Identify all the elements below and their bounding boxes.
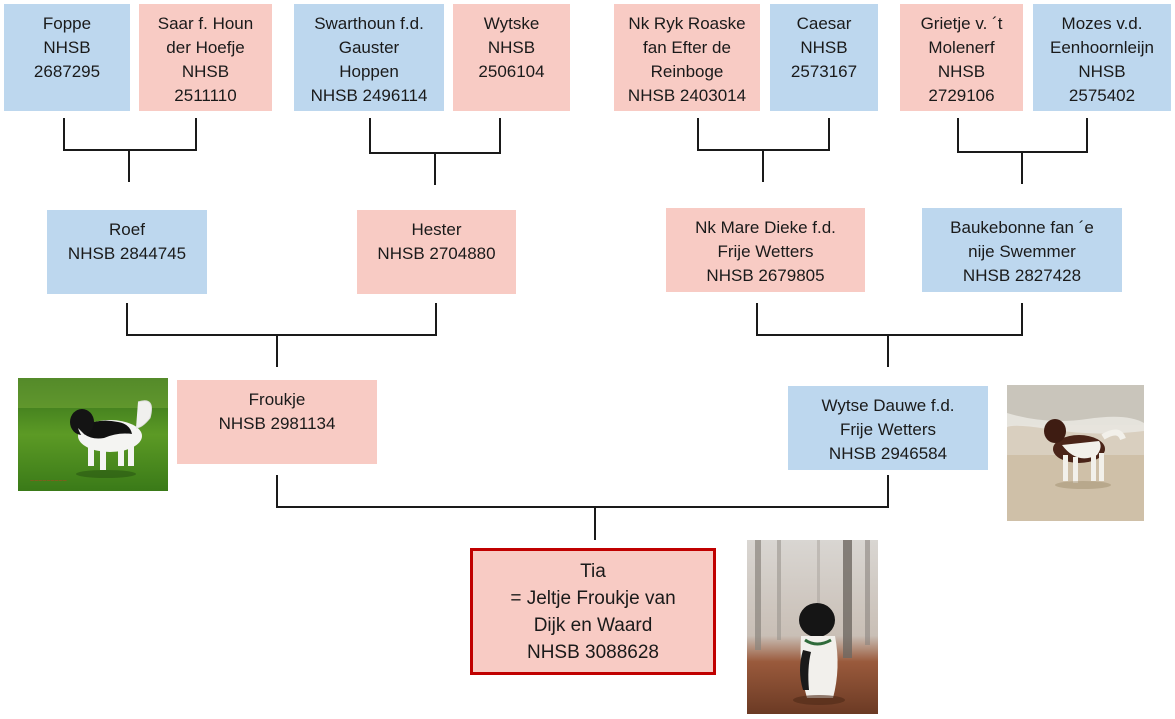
ancestor-registry-number: 2511110 [174,86,237,105]
ancestor-box: Saar f. Houn der Hoefje NHSB 2511110 [139,4,272,111]
sire-box: Wytse Dauwe f.d. Frije Wetters NHSB 2946… [788,386,988,470]
grandparent-box: Baukebonne fan ´e nije Swemmer NHSB 2827… [922,208,1122,292]
grandparent-name: nije Swemmer [968,242,1076,261]
ancestor-name: Grietje v. ´t [920,14,1003,33]
dam-box: Froukje NHSB 2981134 [177,380,377,464]
grandparent-box: Nk Mare Dieke f.d. Frije Wetters NHSB 26… [666,208,865,292]
subject-registry: NHSB 3088628 [526,641,660,663]
ancestor-name: Nk Ryk Roaske [628,14,746,33]
ancestor-registry: NHSB 2496114 [310,86,428,105]
dam-registry: NHSB 2981134 [218,414,336,433]
ancestor-name: Molenerf [928,38,995,57]
sire-name: Wytse Dauwe f.d. [821,396,955,415]
grandparent-name: Baukebonne fan ´e [950,218,1094,237]
ancestor-registry-label: NHSB [43,38,91,57]
ancestor-name: Eenhoornleijn [1050,38,1154,57]
ancestor-registry-number: 2729106 [928,86,995,105]
ancestor-registry: NHSB 2403014 [627,86,747,105]
grandparent-registry: NHSB 2679805 [706,266,825,285]
ancestor-name: Mozes v.d. [1061,14,1143,33]
ancestor-registry-label: NHSB [937,62,986,81]
grandparent-registry: NHSB 2704880 [377,244,496,263]
grandparent-name: Nk Mare Dieke f.d. [695,218,836,237]
ancestor-registry-label: NHSB [181,62,230,81]
ancestor-registry-label: NHSB [800,38,848,57]
dam-photo: ~~~~~~~~~ [18,378,168,491]
ancestor-name: Hoppen [339,62,399,81]
subject-full-name: = Jeltje Froukje van [510,587,676,609]
grandparent-box: Hester NHSB 2704880 [357,210,516,294]
ancestor-name: Swarthoun f.d. [314,14,424,33]
sire-photo [1007,385,1144,521]
grandparent-name: Roef [109,220,145,239]
ancestor-name: fan Efter de [643,38,731,57]
grandparent-registry: NHSB 2844745 [67,244,187,263]
sire-registry: NHSB 2946584 [828,444,948,463]
ancestor-box: Caesar NHSB 2573167 [770,4,878,111]
ancestor-name: der Hoefje [166,38,245,57]
subject-full-name: Dijk en Waard [533,614,653,636]
grandparent-name: Frije Wetters [717,242,814,261]
ancestor-registry-label: NHSB [487,38,536,57]
ancestor-box: Swarthoun f.d. Gauster Hoppen NHSB 24961… [294,4,444,111]
ancestor-box: Nk Ryk Roaske fan Efter de Reinboge NHSB… [614,4,760,111]
dam-name: Froukje [248,390,306,409]
ancestor-registry-label: NHSB [1078,62,1126,81]
grandparent-box: Roef NHSB 2844745 [47,210,207,294]
ancestor-name: Saar f. Houn [157,14,254,33]
ancestor-box: Grietje v. ´t Molenerf NHSB 2729106 [900,4,1023,111]
ancestor-name: Gauster [338,38,400,57]
ancestor-registry-number: 2573167 [790,62,858,81]
sire-name: Frije Wetters [839,420,937,439]
svg-text:~~~~~~~~~: ~~~~~~~~~ [30,478,67,485]
grandparent-registry: NHSB 2827428 [962,266,1082,285]
ancestor-registry-number: 2687295 [33,62,101,81]
ancestor-box: Wytske NHSB 2506104 [453,4,570,111]
ancestor-registry-number: 2506104 [478,62,545,81]
ancestor-registry-number: 2575402 [1068,86,1136,105]
subject-box: Tia = Jeltje Froukje van Dijk en Waard N… [470,548,716,675]
ancestor-box: Foppe NHSB 2687295 [4,4,130,111]
grandparent-name: Hester [411,220,462,239]
ancestor-name: Wytske [483,14,540,33]
ancestor-name: Caesar [796,14,852,33]
subject-photo [747,540,878,714]
ancestor-name: Foppe [42,14,92,33]
ancestor-name: Reinboge [650,62,724,81]
ancestor-box: Mozes v.d. Eenhoornleijn NHSB 2575402 [1033,4,1171,111]
subject-call-name: Tia [580,560,606,582]
